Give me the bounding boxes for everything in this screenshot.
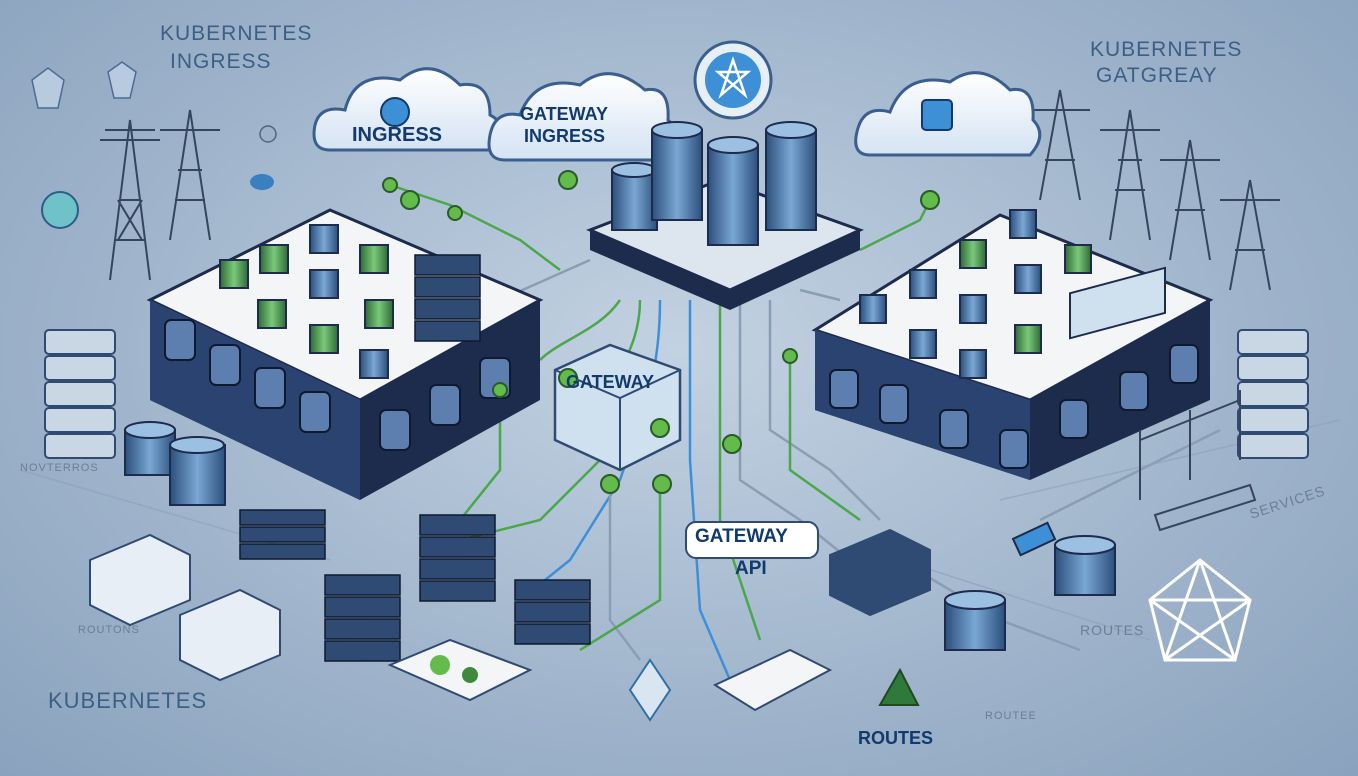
shield-icon [32, 62, 136, 108]
top-left-subtitle: INGRESS [170, 50, 272, 74]
gateway-cloud-label: GATEWAY [520, 104, 608, 125]
gateway-cloud-sublabel: INGRESS [524, 126, 605, 147]
server-rack-icon [45, 330, 115, 458]
ingress-cloud-label: INGRESS [352, 124, 442, 147]
gateway-box-label: GATEWAY [566, 372, 654, 393]
kubernetes-helm-icon [381, 98, 409, 126]
server-rack-icon [1238, 330, 1308, 458]
routes-label: ROUTES [858, 728, 933, 749]
bottom-left-title: KUBERNETES [48, 688, 207, 714]
gateway-api-sublabel: API [735, 558, 767, 580]
right-cloud [856, 73, 1040, 155]
arrow-up-icon [880, 670, 918, 705]
gateway-box [555, 345, 680, 470]
top-left-title: KUBERNETES [160, 22, 312, 46]
top-right-subtitle: GATGREAY [1096, 64, 1218, 88]
nic-card [1013, 523, 1055, 555]
power-tower-icon [100, 110, 220, 280]
top-right-title: KUBERNETES [1090, 38, 1242, 62]
faint-label: ROUTEE [985, 710, 1037, 722]
router-panel [390, 640, 530, 700]
right-cluster-platform [815, 210, 1210, 480]
hexagon-badge-icon [42, 192, 78, 228]
kubernetes-logo-icon [1150, 560, 1250, 660]
routes-right-label: ROUTES [1080, 622, 1144, 638]
kubernetes-logo-icon [695, 42, 771, 118]
faint-label: ROUTONS [78, 624, 140, 636]
gateway-api-label: GATEWAY [695, 526, 788, 548]
server-rack-icon [240, 510, 590, 661]
kubernetes-logo-icon [630, 660, 670, 720]
routes-panel [715, 650, 830, 710]
database-icon [125, 422, 225, 505]
faint-label: NOVTERROS [20, 462, 99, 474]
